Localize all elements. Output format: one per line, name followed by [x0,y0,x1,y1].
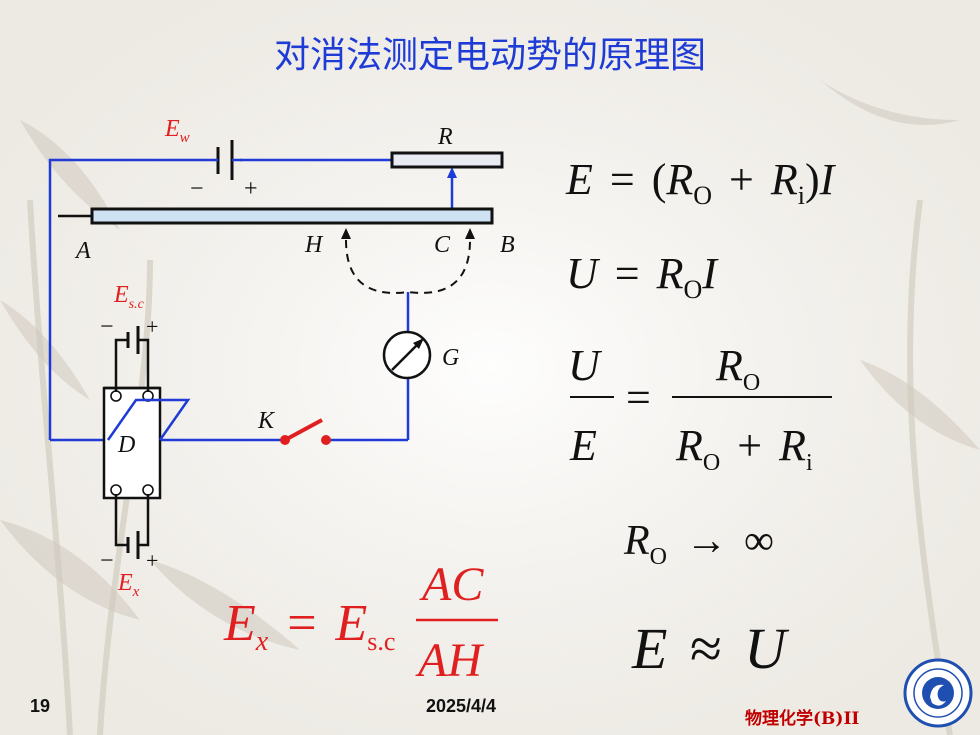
eq3-rden1: R [675,421,703,470]
label-esc-sub: s.c [129,297,145,312]
eq1-lhs: E [565,155,593,204]
svg-text:RO: RO [715,341,760,396]
eq4-arrow: → [686,518,728,564]
course-brand: 物理化学(B)II [745,709,860,729]
battery-esc [126,326,140,354]
svg-text:RO → ∞: RO → ∞ [623,518,774,574]
eq3-rel: = [626,373,651,422]
eq5-rel: ≈ [690,616,722,681]
ex-eq-e: E [223,595,256,652]
eq4-r-sub: O [650,544,667,570]
label-ex: E [117,570,133,596]
svg-text:Ex = Es.c: Ex = Es.c [223,595,395,662]
label-d: D [117,432,135,458]
label-esc: E [113,282,129,308]
label-esc-minus: − [100,314,114,340]
c-contact-arrow [465,228,475,239]
ex-eq-e2: E [335,595,368,652]
eq3-plus: + [737,421,762,470]
label-h: H [304,232,324,258]
eq1-r0-sub: O [693,181,712,210]
eq1-r0: R [665,155,693,204]
label-ew-plus: + [244,176,258,202]
label-ex-sub: x [132,584,140,600]
eq5-rhs: U [744,616,790,681]
eq2-r0: R [656,249,684,298]
svg-text:RO + Ri: RO + Ri [675,421,813,480]
label-r: R [437,124,453,150]
eq1-open: ( [652,155,667,204]
eq3-rnum: R [715,341,743,390]
ex-eq-num: AC [419,558,484,611]
ex-eq-rel: = [287,595,316,652]
eq1-rel: = [610,155,635,204]
eq3-rden2: R [778,421,806,470]
svg-text:Es.c: Es.c [113,282,145,312]
label-esc-plus: + [146,314,158,339]
label-g: G [442,345,459,371]
eq3-rden2-sub: i [806,450,813,476]
university-logo-icon [903,658,973,728]
wire-top [48,158,215,440]
eq5-lhs: E [631,616,667,681]
eq3-rnum-sub: O [743,370,760,396]
eq1-ri: R [770,155,798,204]
eq3-den: E [569,421,597,470]
slide-wire-ab [90,207,494,225]
eq3-rden1-sub: O [703,450,720,476]
svg-text:E = (RO + Ri)I: E = (RO + Ri)I [565,155,837,214]
eq2-i: I [701,249,719,298]
eq1-i: I [819,155,837,204]
eq4-inf: ∞ [744,518,774,564]
svg-text:Ew: Ew [164,116,190,146]
eq4-r: R [623,518,650,564]
svg-text:E ≈ U: E ≈ U [631,616,790,681]
eq1-plus: + [729,155,754,204]
rheostat-r [390,151,504,169]
svg-text:Ex: Ex [117,570,140,600]
label-ew: E [164,116,180,142]
eq1-close: ) [805,155,820,204]
slide-title: 对消法测定电动势的原理图 [273,35,706,76]
page-number: 19 [30,696,51,716]
switch-k-contact-right [321,435,331,445]
eq1-ri-sub: i [798,181,805,210]
eq3-num: U [568,341,603,390]
eq2-rel: = [615,249,640,298]
label-ex-minus: − [100,548,114,574]
date: 2025/4/4 [426,696,497,716]
label-k: K [257,408,276,434]
label-b: B [500,232,515,258]
battery-ex [126,531,140,559]
contact-arc [345,239,471,294]
label-ew-minus: − [190,176,204,202]
ex-eq-e-sub: x [255,626,269,657]
switch-k-lever [284,418,323,442]
h-contact-arrow [341,228,351,239]
eq2-lhs: U [566,249,601,298]
ex-eq-den: AH [415,634,484,687]
eq2-r0-sub: O [684,275,703,304]
switch-d-blade [106,398,191,441]
label-c: C [434,232,451,258]
label-a: A [74,238,91,264]
label-ew-sub: w [180,130,190,146]
ex-eq-e2-sub: s.c [367,627,395,656]
svg-text:U = ROI: U = ROI [566,249,719,304]
label-ex-plus: + [146,548,158,573]
slider-arrow [447,167,457,178]
